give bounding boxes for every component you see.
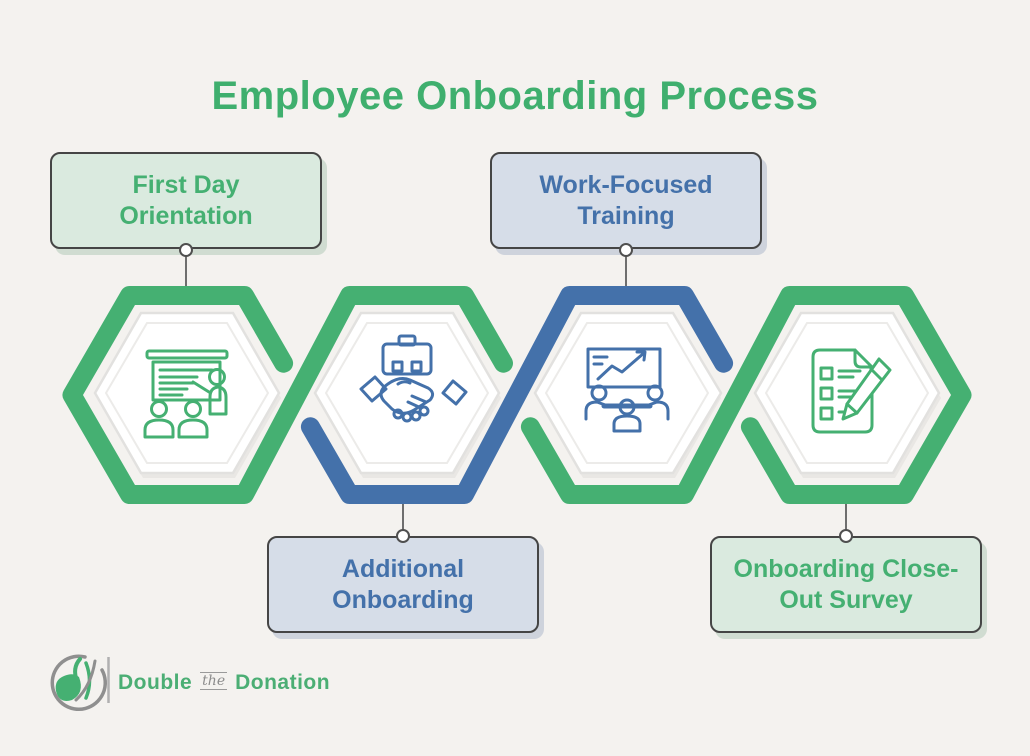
step-label-text: Onboarding Close-Out Survey	[733, 554, 959, 614]
step-label-text: First Day Orientation	[119, 170, 253, 230]
hexagon-chain	[62, 286, 972, 504]
step-label-work-focused-training: Work-Focused Training	[490, 152, 762, 249]
flame-lick-inner	[73, 657, 82, 683]
brand-word-the: the	[200, 672, 228, 690]
brand-word-donation: Donation	[235, 671, 331, 694]
logo-swirl	[74, 659, 97, 702]
flame-icon	[55, 674, 81, 701]
step-label-onboarding-close-out-survey: Onboarding Close-Out Survey	[710, 536, 982, 633]
green-ribbon-left	[62, 286, 513, 504]
survey-icon	[811, 348, 892, 434]
brand-wordmark: Double the Donation	[118, 666, 330, 700]
connector-dot	[396, 529, 410, 543]
logo-ring	[50, 654, 108, 712]
presentation-icon	[143, 349, 229, 439]
green-ribbon-right	[520, 286, 972, 504]
handshake-icon	[359, 334, 468, 423]
step-label-first-day-orientation: First Day Orientation	[50, 152, 322, 249]
connector-dot	[619, 243, 633, 257]
brand-logo-mark	[50, 654, 110, 712]
step-label-text: Work-Focused Training	[539, 170, 713, 230]
page-title: Employee Onboarding Process	[211, 73, 819, 118]
connector-dot	[839, 529, 853, 543]
blue-ribbon	[300, 286, 734, 504]
step-label-text: Additional Onboarding	[332, 554, 474, 614]
inner-hexagons	[93, 311, 941, 478]
step-label-additional-onboarding: Additional Onboarding	[267, 536, 539, 633]
meeting-icon	[584, 347, 670, 433]
connector-dot	[179, 243, 193, 257]
brand-word-double: Double	[118, 671, 193, 694]
